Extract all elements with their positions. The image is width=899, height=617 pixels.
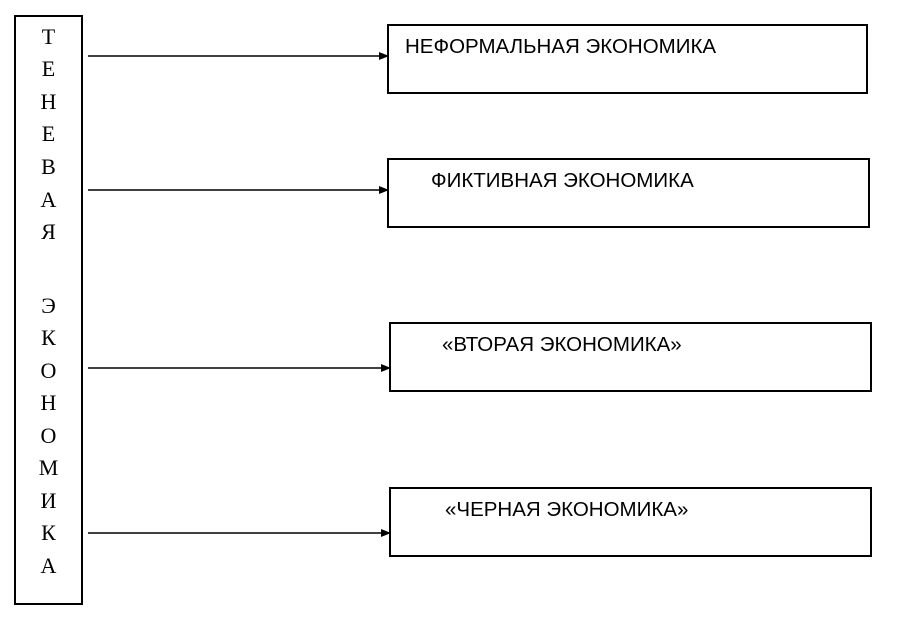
box-label: НЕФОРМАЛЬНАЯ ЭКОНОМИКА [405,35,717,58]
title-char: Я [41,219,56,244]
second-economy-box: «ВТОРАЯ ЭКОНОМИКА» [389,322,872,392]
title-char: О [40,423,57,448]
box-label: ФИКТИВНАЯ ЭКОНОМИКА [431,169,694,192]
title-char: Е [41,121,56,146]
title-char: И [40,488,57,513]
box-label: «ВТОРАЯ ЭКОНОМИКА» [442,333,682,356]
title-char: В [41,154,56,179]
title-char: К [41,520,56,545]
title-char: Н [40,89,57,114]
title-char: Е [41,56,56,81]
fictitious-economy-box: ФИКТИВНАЯ ЭКОНОМИКА [387,158,870,228]
title-char: А [40,553,57,578]
title-char: К [41,325,56,350]
title-char: Н [40,390,57,415]
title-char: М [38,455,59,480]
title-char: Т [41,24,56,49]
title-char: А [40,187,57,212]
title-char: О [40,358,57,383]
shadow-economy-box: Т Е Н Е В А Я Э К О Н О М И К А [14,15,83,605]
informal-economy-box: НЕФОРМАЛЬНАЯ ЭКОНОМИКА [387,24,868,94]
title-char: Э [41,293,56,318]
black-economy-box: «ЧЕРНАЯ ЭКОНОМИКА» [389,487,872,557]
box-label: «ЧЕРНАЯ ЭКОНОМИКА» [445,498,689,521]
